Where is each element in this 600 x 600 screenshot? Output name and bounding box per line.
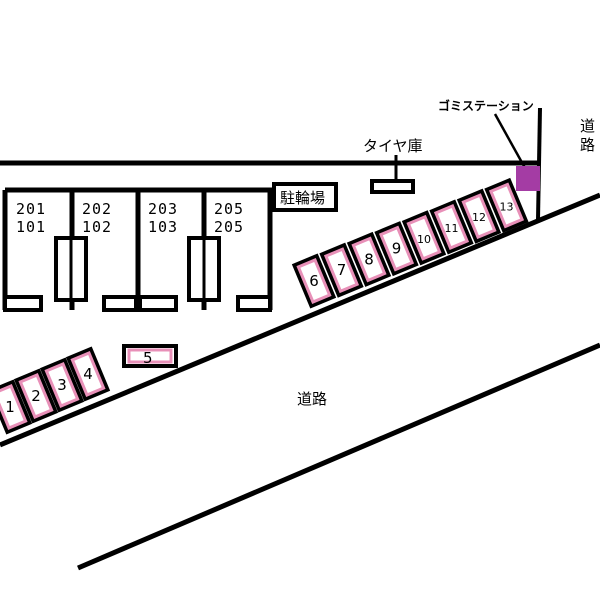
parking-space-fill: [433, 204, 470, 250]
parking-space-10: 10: [401, 210, 447, 266]
garbage-station-marker: [516, 166, 540, 191]
parking-space-11: 11: [429, 199, 474, 255]
parking-space-4: 4: [65, 346, 111, 402]
parking-space-fill: [18, 373, 54, 419]
parking-number: 4: [83, 365, 93, 383]
parking-number: 9: [392, 240, 402, 258]
parking-space-13: 13: [484, 177, 529, 233]
tire-storage: タイヤ庫: [363, 137, 423, 194]
parking-space-fill: [296, 258, 332, 304]
bicycle-parking-box: [272, 182, 338, 212]
tire-storage-box: [370, 179, 415, 194]
parking-number: 8: [364, 250, 374, 268]
parking-space-fill: [406, 214, 442, 261]
parking-number: 7: [337, 261, 347, 279]
parking-space-fill: [0, 384, 28, 430]
bicycle-parking-label: 駐輪場: [280, 189, 325, 207]
parking-space-fill: [378, 225, 415, 272]
parking-space-fill: [323, 247, 360, 294]
apartment-building: 201 101 202 102 203 103 205 205: [2, 187, 273, 312]
road-right-char-2: 路: [580, 136, 595, 154]
parking-number: 11: [445, 222, 459, 235]
building-outline: [2, 187, 273, 310]
tire-storage-label: タイヤ庫: [363, 137, 423, 155]
entrance-block: [102, 295, 138, 312]
parking-space-1: 1: [0, 379, 33, 435]
parking-number: 1: [5, 398, 15, 416]
unit-205-lower: 205: [214, 218, 244, 236]
parking-space-fill: [44, 362, 80, 408]
entrance-block: [3, 295, 43, 312]
main-road-upper-edge: [0, 192, 600, 448]
parking-space-5: 5: [122, 344, 178, 368]
right-road-edge-line: [536, 107, 542, 221]
unit-205-upper: 205: [214, 200, 244, 218]
unit-202: 202: [82, 200, 112, 218]
stairwell: [54, 236, 88, 302]
stairwell: [187, 236, 221, 302]
parking-number: 13: [500, 200, 514, 213]
parking-space-fill: [461, 193, 497, 240]
parking-space-12: 12: [456, 188, 502, 244]
unit-201: 201: [16, 200, 46, 218]
parking-number: 6: [309, 272, 319, 290]
parking-space-2: 2: [13, 368, 59, 424]
entrance-block: [138, 295, 178, 312]
parking-space-9: 9: [374, 221, 419, 277]
main-road-lower-edge: [77, 342, 600, 571]
parking-space-7: 7: [319, 242, 364, 298]
parking-number: 3: [57, 376, 67, 394]
road-lines: [0, 107, 600, 571]
unit-101: 101: [16, 218, 46, 236]
main-road-label: 道路: [297, 390, 327, 408]
parking-number: 2: [31, 387, 41, 405]
parking-number: 12: [472, 211, 486, 224]
parking-space-6: 6: [291, 253, 337, 309]
garbage-station-leader: [493, 113, 527, 169]
parking-space-3: 3: [39, 357, 85, 413]
parking-space-fill: [488, 182, 525, 229]
parking-space-fill: [351, 236, 387, 283]
garbage-station-label: ゴミステーション: [438, 98, 534, 113]
entrance-block: [236, 295, 272, 312]
garbage-station: ゴミステーション: [438, 98, 540, 191]
road-right-char-1: 道: [580, 117, 595, 135]
parking-space-8: 8: [346, 231, 392, 287]
unit-102: 102: [82, 218, 112, 236]
bicycle-parking: 駐輪場: [272, 182, 338, 212]
road-right-label: 道 路: [580, 117, 595, 154]
parking-number: 5: [143, 349, 153, 367]
unit-203: 203: [148, 200, 178, 218]
parking-space-fill: [70, 351, 106, 397]
parking-number: 10: [417, 233, 431, 246]
unit-103: 103: [148, 218, 178, 236]
